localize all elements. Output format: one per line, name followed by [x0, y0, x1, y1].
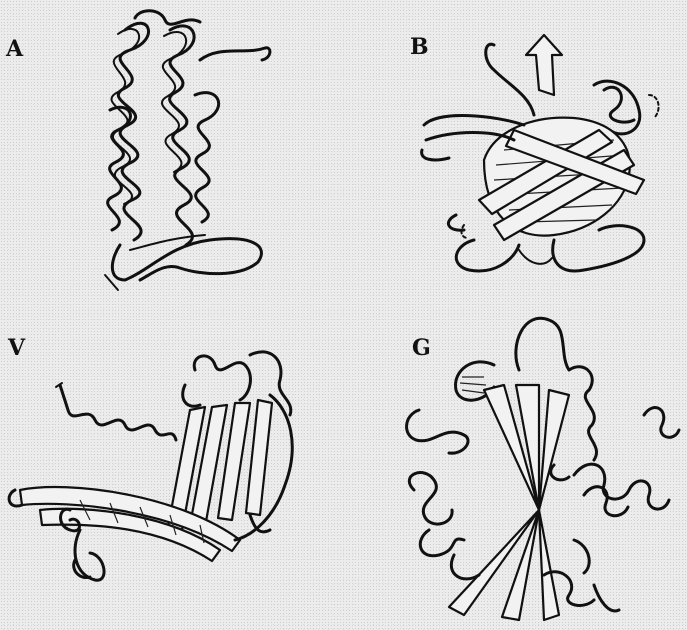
beta-barrel-icon	[344, 0, 687, 315]
panel-g: G	[344, 315, 687, 630]
alpha-beta-protein-icon	[344, 315, 687, 630]
panel-b: B	[344, 0, 687, 315]
panel-a: A	[0, 0, 344, 315]
beta-sandwich-icon	[0, 315, 344, 630]
alpha-helix-bundle-icon	[0, 0, 344, 315]
panel-v: V	[0, 315, 344, 630]
